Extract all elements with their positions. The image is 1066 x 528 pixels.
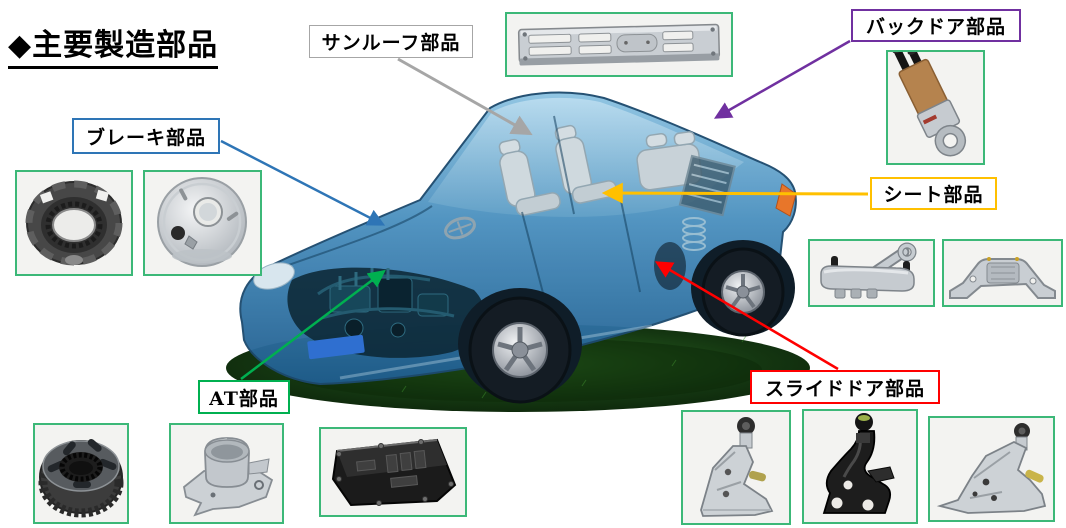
suspension-coil (682, 217, 706, 251)
slidedoor-part-box (928, 416, 1055, 522)
at-clutch-housing-image (183, 437, 274, 517)
seat-part-box (808, 239, 935, 307)
at-oil-pan-image (331, 438, 457, 507)
sunroof-part-box (505, 12, 733, 77)
page-title: ◆主要製造部品 (8, 20, 219, 69)
slidedoor-label: スライドドア部品 (750, 370, 940, 404)
seat-part-box (942, 239, 1063, 307)
backdoor-label-text: バックドア部品 (865, 16, 1006, 38)
brake-part-box (143, 170, 262, 276)
slidedoor-label-text: スライドドア部品 (764, 377, 925, 400)
slide-door-hinge-upper-image (700, 417, 774, 517)
cutaway-car-illustration (226, 91, 810, 412)
backdoor-label: バックドア部品 (851, 9, 1021, 42)
backdoor-part-box (886, 50, 985, 165)
sunroof-label-text: サンルーフ部品 (321, 32, 461, 54)
at-part-box (33, 423, 129, 524)
seat-recliner-bracket-image (820, 242, 917, 299)
at-label-text: AT部品 (209, 387, 279, 410)
slidedoor-part-box (802, 409, 918, 524)
sunroof-label: サンルーフ部品 (309, 25, 473, 58)
car-seats (498, 124, 703, 216)
brake-clutch-ring-image (25, 180, 123, 266)
at-gear-drum-image (38, 438, 124, 518)
at-label: AT部品 (198, 380, 290, 414)
brake-label: ブレーキ部品 (72, 118, 220, 154)
at-part-box (319, 427, 467, 517)
slide-door-hinge-lower-image (936, 423, 1047, 514)
at-part-box (169, 423, 284, 524)
sunroof-frame-image (517, 23, 721, 66)
brake-booster-shell-image (157, 177, 247, 267)
brake-label-text: ブレーキ部品 (85, 126, 206, 149)
rear-wheel (691, 240, 795, 337)
brake-part-box (15, 170, 133, 276)
seat-frame-bracket-image (949, 257, 1056, 299)
slide-door-hinge-center-image (822, 413, 895, 514)
slidedoor-part-box (681, 410, 791, 525)
steering-wheel (444, 216, 476, 240)
seat-label-text: シート部品 (883, 184, 984, 206)
backdoor-hinge-image (892, 52, 967, 157)
front-wheel (458, 288, 582, 404)
seat-label: シート部品 (870, 177, 997, 210)
